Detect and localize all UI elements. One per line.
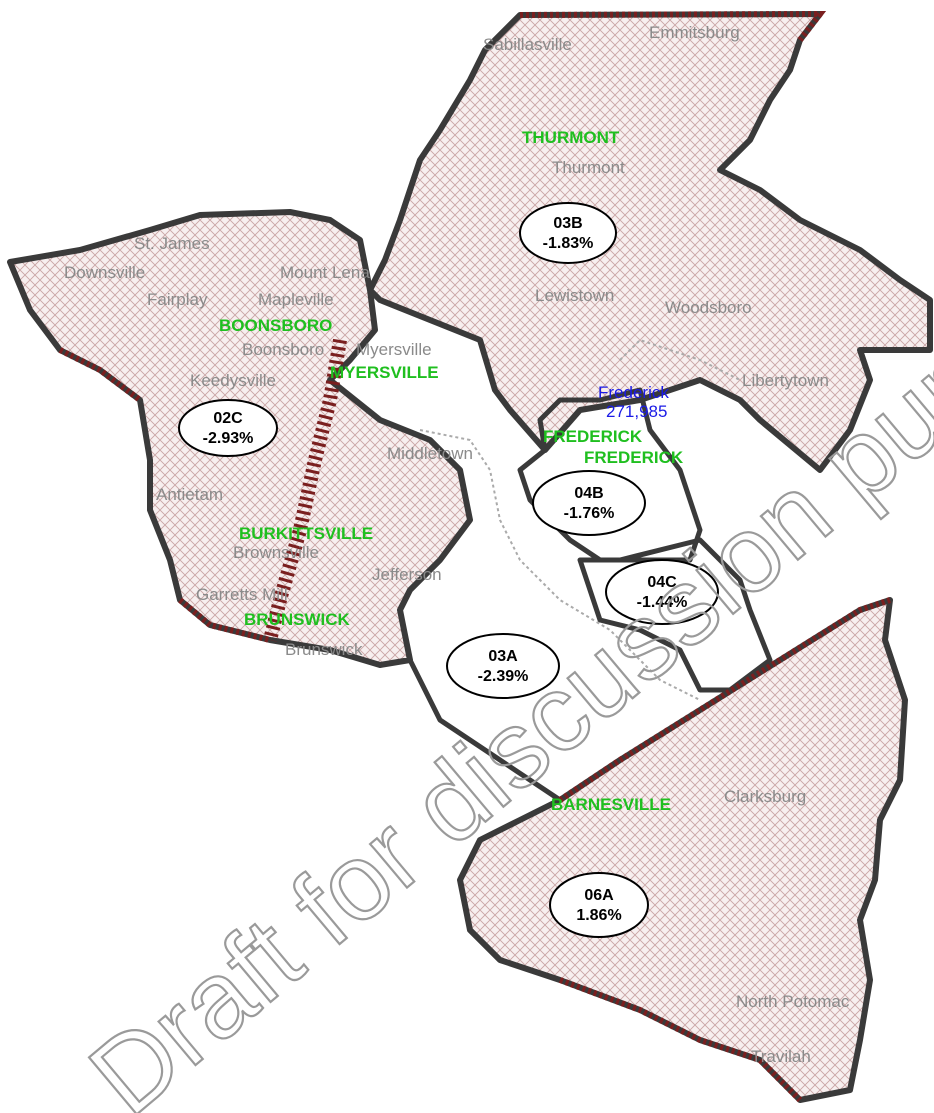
svg-text:-1.83%: -1.83% <box>543 235 594 252</box>
place-label: Libertytown <box>742 371 829 390</box>
district-label-06a: 06A 1.86% <box>549 872 649 938</box>
place-label: Travilah <box>751 1047 811 1066</box>
svg-text:03B: 03B <box>553 215 582 232</box>
district-label-03b: 03B -1.83% <box>519 202 617 264</box>
place-label: Lewistown <box>535 286 614 305</box>
svg-text:03A: 03A <box>488 648 518 665</box>
svg-text:-1.44%: -1.44% <box>637 594 688 611</box>
district-06a-edge <box>558 597 891 1103</box>
place-label: Garretts Mill <box>196 585 288 604</box>
place-label: Clarksburg <box>724 787 806 806</box>
municipality-label: FREDERICK <box>543 427 643 446</box>
place-label: Brownsville <box>233 543 319 562</box>
district-03b-shape <box>367 11 933 473</box>
place-label: Brunswick <box>285 640 363 659</box>
city-population-label: 271,985 <box>606 402 667 421</box>
place-label: St. James <box>134 234 210 253</box>
city-name-label: Frederick <box>598 383 669 402</box>
municipality-label: BOONSBORO <box>219 316 332 335</box>
svg-text:1.86%: 1.86% <box>576 907 621 924</box>
place-label: Fairplay <box>147 290 208 309</box>
place-label: Middletown <box>387 444 473 463</box>
place-label: Emmitsburg <box>649 23 740 42</box>
district-02c-edge <box>58 347 271 643</box>
place-label: Downsville <box>64 263 145 282</box>
district-label-04c: 04C -1.44% <box>605 559 719 625</box>
municipality-label: FREDERICK <box>584 448 684 467</box>
svg-text:-2.39%: -2.39% <box>478 668 529 685</box>
svg-text:-1.76%: -1.76% <box>564 505 615 522</box>
municipality-label: THURMONT <box>522 128 620 147</box>
svg-text:06A: 06A <box>584 887 614 904</box>
place-label: Mount Lena <box>280 263 370 282</box>
municipality-label: BRUNSWICK <box>244 610 350 629</box>
district-label-04b: 04B -1.76% <box>532 470 646 536</box>
svg-text:-2.93%: -2.93% <box>203 430 254 447</box>
district-label-02c: 02C -2.93% <box>178 399 278 457</box>
place-label: Keedysville <box>190 371 276 390</box>
place-label: Antietam <box>156 485 223 504</box>
district-03a-border <box>407 658 562 803</box>
place-label: Mapleville <box>258 290 334 309</box>
municipality-label: BURKITTSVILLE <box>239 524 373 543</box>
municipality-label: MYERSVILLE <box>330 363 439 382</box>
place-label: Woodsboro <box>665 298 752 317</box>
place-label: Boonsboro <box>242 340 324 359</box>
district-03b-edge <box>519 10 827 42</box>
place-label: Sabillasville <box>483 35 572 54</box>
place-label: Jefferson <box>372 565 442 584</box>
local-boundary <box>419 429 701 701</box>
district-04c-border <box>577 537 773 693</box>
place-label: Myersville <box>356 340 432 359</box>
place-label: North Potomac <box>736 992 850 1011</box>
place-label: Thurmont <box>552 158 625 177</box>
local-boundary <box>619 338 741 381</box>
svg-text:04C: 04C <box>647 574 677 591</box>
svg-text:02C: 02C <box>213 410 243 427</box>
svg-text:04B: 04B <box>574 485 603 502</box>
district-label-03a: 03A -2.39% <box>446 633 560 699</box>
municipality-label: BARNESVILLE <box>551 795 671 814</box>
